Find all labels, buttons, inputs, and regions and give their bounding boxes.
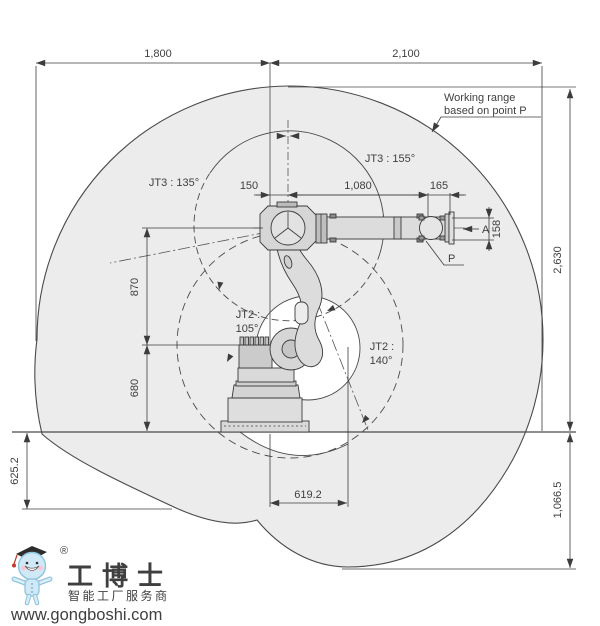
dim-base-height: 680 xyxy=(129,379,141,397)
registered-mark: ® xyxy=(60,545,68,557)
dimension-labels: 1,800 2,100 150 1,080 165 870 680 2,630 … xyxy=(9,48,564,518)
joint-labels: JT3 : 135° JT3 : 155° JT2 : 105° JT2 : 1… xyxy=(149,153,415,367)
dimension-lines xyxy=(22,59,576,570)
label-jt2-right-1: JT2 : xyxy=(370,341,394,353)
dim-upper-arm: 870 xyxy=(129,278,141,296)
jt3-swing-arc xyxy=(193,130,385,322)
brand-name: 工博士 xyxy=(67,562,172,592)
brand-url: www.gongboshi.com xyxy=(10,606,162,624)
brand-tagline: 智能工厂服务商 xyxy=(68,588,170,603)
forearm-tube xyxy=(326,211,455,245)
robot-jt2-motor xyxy=(238,336,273,369)
dim-shoulder-offset: 150 xyxy=(240,180,258,192)
point-labels: A P xyxy=(448,224,490,265)
note-line1: Working range xyxy=(444,92,515,104)
label-jt2-right-2: 140° xyxy=(370,355,393,367)
dim-forearm: 1,080 xyxy=(344,180,372,192)
dim-wrist: 165 xyxy=(430,180,448,192)
upper-arm-link xyxy=(274,212,324,368)
note-line2: based on point P xyxy=(444,105,527,117)
dim-under-reach: 619.2 xyxy=(294,489,322,501)
mascot xyxy=(11,546,53,606)
dim-total-height: 2,630 xyxy=(552,246,564,274)
dim-reach-right: 2,100 xyxy=(392,48,420,60)
jt3-elbow-assembly xyxy=(259,201,328,251)
label-jt3-right: JT3 : 155° xyxy=(365,153,415,165)
dim-flange: 158 xyxy=(491,220,503,238)
label-point-p: P xyxy=(448,253,455,265)
wrist-joint xyxy=(419,216,443,240)
label-jt3-left: JT3 : 135° xyxy=(149,177,199,189)
arm-cutout-lower xyxy=(294,301,309,325)
note-working-range: Working range based on point P xyxy=(444,92,527,117)
tool-flange xyxy=(444,213,450,243)
arm-cutout-upper xyxy=(283,255,293,269)
dim-below-base-right: 1,066.5 xyxy=(552,482,564,519)
label-jt2-left-1: JT2 : xyxy=(236,309,260,321)
robot-arm xyxy=(220,201,455,433)
dim-below-base-left: 625.2 xyxy=(9,457,21,485)
label-point-a: A xyxy=(482,224,490,236)
robot-base xyxy=(220,367,310,433)
swing-arc-arrowheads xyxy=(217,281,370,423)
label-jt2-left-2: 105° xyxy=(236,323,259,335)
watermark-logo: ® 工博士 智能工厂服务商 www.gongboshi.com xyxy=(10,545,172,624)
dim-reach-left: 1,800 xyxy=(144,48,172,60)
